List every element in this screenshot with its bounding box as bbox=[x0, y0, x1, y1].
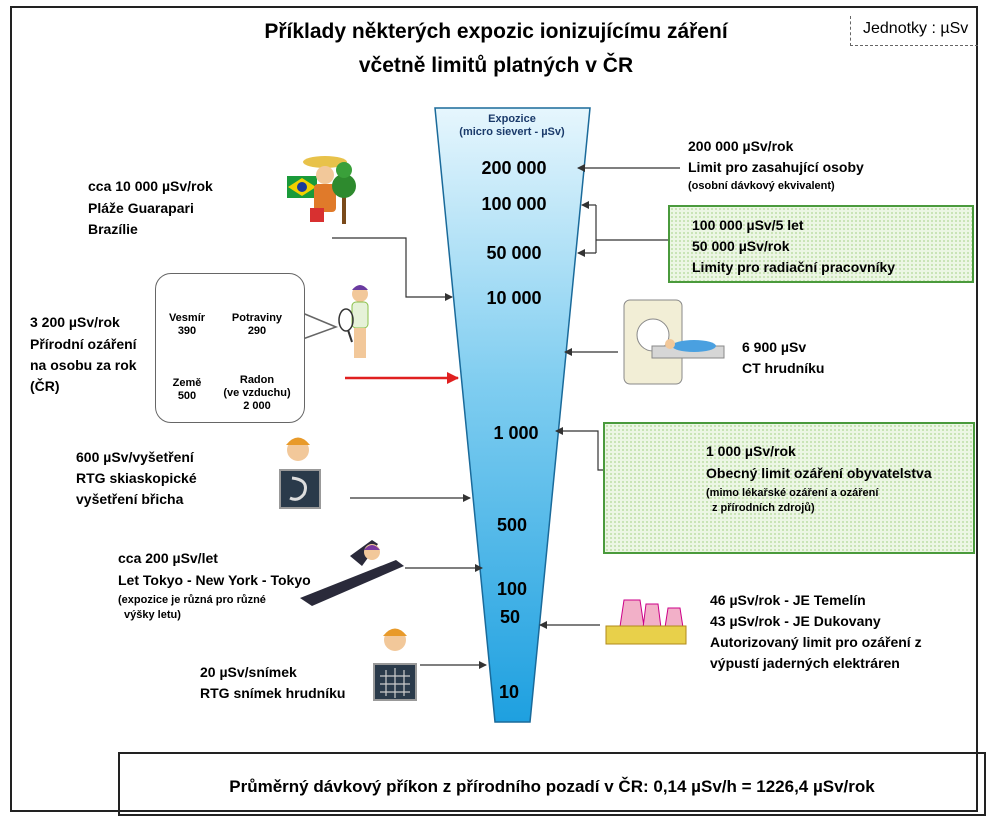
workers-limit-box bbox=[668, 205, 974, 283]
public-limit-box bbox=[603, 422, 975, 554]
tick-100000: 100 000 bbox=[481, 194, 547, 214]
tennis-girl-illustration bbox=[338, 285, 369, 358]
workers-limit-5y: 100 000 µSv/5 let bbox=[692, 217, 804, 233]
chest-dose: 20 µSv/snímek bbox=[200, 664, 297, 680]
tick-1000: 1 000 bbox=[493, 423, 539, 443]
tick-100: 100 bbox=[496, 579, 528, 599]
ct-label: CT hrudníku bbox=[742, 360, 825, 376]
workers-limit-year: 50 000 µSv/rok bbox=[692, 238, 790, 254]
tick-500: 500 bbox=[496, 515, 528, 535]
tick-50000: 50 000 bbox=[486, 243, 542, 263]
emergency-label: Limit pro zasahující osoby bbox=[688, 159, 864, 175]
natural-sources-bubble bbox=[155, 273, 305, 423]
background-dose-text: Průměrný dávkový příkon z přírodního poz… bbox=[229, 777, 875, 796]
airplane-illustration bbox=[300, 540, 404, 606]
diagram-frame bbox=[10, 6, 978, 812]
xray-abdomen-illustration bbox=[279, 437, 321, 509]
natural-dose: 3 200 µSv/rok bbox=[30, 314, 120, 330]
bubble-pointer bbox=[299, 311, 339, 341]
brazil-dose: cca 10 000 µSv/rok bbox=[88, 178, 213, 194]
emergency-note: (osobní dávkový ekvivalent) bbox=[688, 180, 835, 192]
exposure-funnel bbox=[434, 107, 591, 723]
nuclear-dukovany: 43 µSv/rok - JE Dukovany bbox=[710, 613, 881, 629]
radon-label: Radon(ve vzduchu)2 000 bbox=[223, 374, 291, 412]
title-line-1: Příklady některých expozic ionizujícímu … bbox=[264, 20, 728, 43]
flight-route: Let Tokyo - New York - Tokyo bbox=[118, 572, 311, 588]
workers-label: Limity pro radiační pracovníky bbox=[692, 259, 896, 275]
abdomen-line-2: RTG skiaskopické bbox=[76, 470, 197, 486]
ct-dose: 6 900 µSv bbox=[742, 339, 807, 355]
nuclear-limit-line-2: výpustí jaderných elektráren bbox=[710, 655, 900, 671]
nuclear-limit-line-1: Autorizovaný limit pro ozáření z bbox=[710, 634, 922, 650]
brazil-country: Brazílie bbox=[88, 221, 138, 237]
flight-note-2: výšky letu) bbox=[124, 609, 181, 621]
public-note-2: z přírodních zdrojů) bbox=[712, 502, 815, 514]
background-dose-box: Průměrný dávkový příkon z přírodního poz… bbox=[118, 752, 986, 816]
units-label: Jednotky : µSv bbox=[850, 16, 978, 46]
xray-chest-illustration bbox=[373, 628, 417, 701]
tick-50: 50 bbox=[499, 607, 521, 627]
funnel-header-line-2: (micro sievert - µSv) bbox=[459, 126, 565, 138]
brazil-place: Pláže Guarapari bbox=[88, 200, 194, 216]
flight-dose: cca 200 µSv/let bbox=[118, 550, 218, 566]
ct-scanner-illustration bbox=[623, 299, 725, 385]
public-note-1: (mimo lékařské ozáření a ozáření bbox=[706, 487, 879, 499]
public-label: Obecný limit ozáření obyvatelstva bbox=[706, 465, 932, 481]
beach-illustration bbox=[287, 156, 356, 224]
nuclear-temelin: 46 µSv/rok - JE Temelín bbox=[710, 592, 866, 608]
natural-line-4: (ČR) bbox=[30, 378, 60, 394]
natural-line-3: na osobu za rok bbox=[30, 357, 137, 373]
abdomen-dose: 600 µSv/vyšetření bbox=[76, 449, 194, 465]
natural-line-2: Přírodní ozáření bbox=[30, 336, 137, 352]
arrow-brazil bbox=[332, 237, 453, 301]
flight-note-1: (expozice je různá pro různé bbox=[118, 594, 266, 606]
abdomen-line-3: vyšetření břicha bbox=[76, 491, 184, 507]
tick-10: 10 bbox=[498, 682, 520, 702]
nuclear-plant-illustration bbox=[605, 599, 687, 645]
tick-10000: 10 000 bbox=[486, 288, 542, 308]
title-line-2: včetně limitů platných v ČR bbox=[358, 54, 634, 77]
tick-200000: 200 000 bbox=[481, 158, 547, 178]
chest-line-2: RTG snímek hrudníku bbox=[200, 685, 346, 701]
public-dose: 1 000 µSv/rok bbox=[706, 443, 796, 459]
funnel-header-line-1: Expozice bbox=[488, 113, 536, 125]
emergency-dose: 200 000 µSv/rok bbox=[688, 138, 794, 154]
